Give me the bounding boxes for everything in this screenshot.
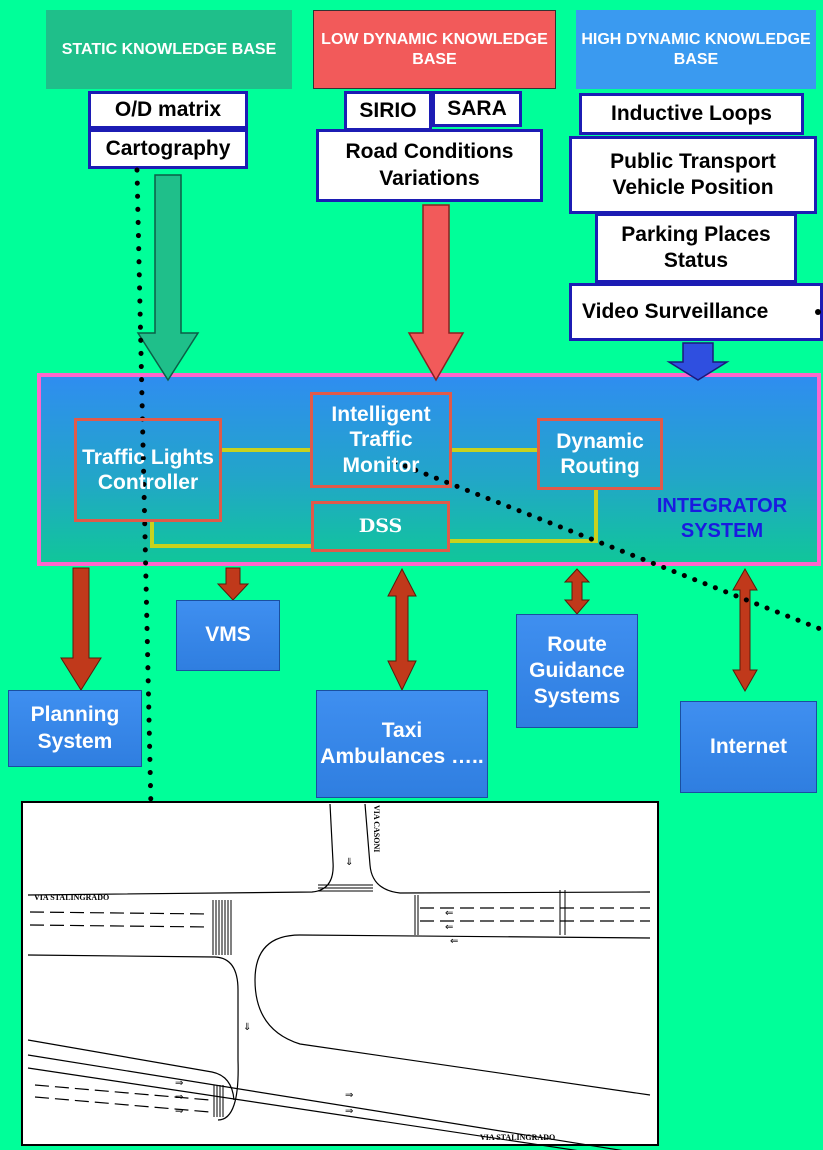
intersection-map: ⇐ ⇐ ⇐ ⇒ ⇒ ⇒ ⇒ ⇒ ⇓ ⇓ VIA STALINGRADO VIA …: [21, 801, 659, 1150]
street-label-south: VIA STALINGRADO: [480, 1133, 555, 1142]
integrator-label: INTEGRATOR SYSTEM: [656, 495, 788, 542]
route-guidance-box: Route Guidance Systems: [516, 614, 638, 728]
svg-text:⇐: ⇐: [450, 936, 458, 947]
module-connectors: [150, 448, 598, 548]
svg-text:⇒: ⇒: [345, 1090, 353, 1101]
high-dynamic-input-arrow: [666, 342, 730, 381]
taxi-ambulances-box: Taxi Ambulances …..: [316, 690, 488, 798]
integrator-panel: [37, 373, 821, 566]
inductive-loops-box: Inductive Loops: [579, 93, 804, 135]
dynamic-routing-box: Dynamic Routing: [537, 418, 663, 490]
vms-output-arrow: [216, 567, 250, 601]
traffic-lights-controller-box: Traffic Lights Controller: [74, 418, 222, 522]
sara-box: SARA: [432, 91, 522, 127]
od-matrix-box: O/D matrix: [88, 91, 248, 129]
svg-text:⇐: ⇐: [445, 922, 453, 933]
svg-text:⇒: ⇒: [345, 1106, 353, 1117]
svg-text:⇓: ⇓: [345, 857, 353, 868]
cartography-box: Cartography: [88, 129, 248, 169]
video-surveillance-box: Video Surveillance: [569, 283, 823, 341]
monitor-dotted-line: [392, 459, 823, 633]
svg-text:⇓: ⇓: [243, 1022, 251, 1033]
taxi-output-arrow: [387, 567, 417, 692]
sirio-box: SIRIO: [344, 91, 432, 131]
street-label-west: VIA STALINGRADO: [34, 893, 109, 902]
svg-text:⇒: ⇒: [175, 1078, 183, 1089]
svg-text:⇒: ⇒: [175, 1092, 183, 1103]
static-input-arrow: [136, 174, 200, 382]
cartography-dotted-line: [134, 167, 155, 858]
planning-system-box: Planning System: [8, 690, 142, 767]
svg-text:⇐: ⇐: [445, 908, 453, 919]
static-kb-header: STATIC KNOWLEDGE BASE: [46, 10, 292, 89]
low-dynamic-kb-header: LOW DYNAMIC KNOWLEDGE BASE: [313, 10, 556, 89]
road-conditions-box: Road Conditions Variations: [316, 129, 543, 202]
vms-box: VMS: [176, 600, 280, 671]
low-dynamic-input-arrow: [407, 204, 465, 382]
svg-text:⇒: ⇒: [175, 1106, 183, 1117]
intelligent-traffic-monitor-box: Intelligent Traffic Monitor: [310, 392, 452, 488]
public-transport-box: Public Transport Vehicle Position: [569, 136, 817, 214]
parking-places-box: Parking Places Status: [595, 213, 797, 283]
internet-output-arrow: [732, 567, 758, 693]
internet-box: Internet: [680, 701, 817, 793]
route-guidance-output-arrow: [563, 568, 591, 615]
planning-output-arrow: [60, 567, 102, 691]
street-label-north: VIA CASONI: [372, 805, 381, 852]
high-dynamic-kb-header: HIGH DYNAMIC KNOWLEDGE BASE: [576, 10, 816, 89]
dss-box: DSS: [311, 501, 450, 552]
